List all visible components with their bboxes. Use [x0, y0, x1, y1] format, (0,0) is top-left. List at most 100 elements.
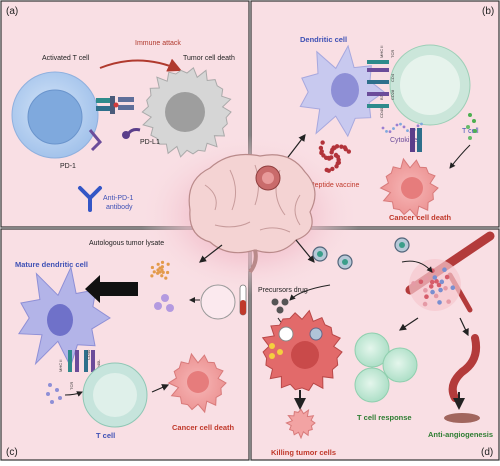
- cellsD-dot: [423, 275, 429, 281]
- t-cell-c-label: T cell: [96, 431, 115, 440]
- peptideB-dot: [320, 140, 325, 145]
- cellsD-dot: [424, 294, 429, 300]
- cytokinesB-dot: [402, 125, 406, 129]
- rlabel-b-1: TCR: [390, 50, 395, 58]
- cytokinesB-dot: [388, 130, 392, 134]
- cytokinesB-dot: [385, 129, 388, 133]
- rlabel-b-3: CD28: [390, 89, 395, 100]
- cellsD-dot: [432, 275, 438, 280]
- rlabel-b-2: CD4: [390, 73, 395, 82]
- immune-attack-label: Immune attack: [135, 40, 181, 47]
- cellsD-dot: [434, 279, 439, 284]
- arrow-b-green: [449, 144, 471, 169]
- peptideB-dot: [330, 166, 335, 172]
- anti-pd1-antibody: [78, 186, 102, 212]
- activated-t-cell-label: Activated T cell: [42, 55, 90, 62]
- lysateC-dot: [166, 270, 170, 275]
- shrunken-vessel: [448, 334, 481, 402]
- cellsD-dot: [411, 281, 416, 286]
- lysateC-dot: [158, 266, 162, 270]
- receptor-pairs-c: [68, 350, 95, 372]
- pacman-enzyme: [278, 326, 294, 342]
- cellsD-dot: [422, 301, 428, 307]
- tcr-mhc-complex: [96, 96, 134, 114]
- panel-d-tag: (d): [481, 447, 493, 458]
- cytokinesB-dot: [416, 124, 420, 128]
- peptideB-dot: [339, 144, 344, 149]
- virus-in-tumor: [309, 327, 323, 341]
- arrow-brain-to-c: [199, 244, 223, 263]
- tumor-microenv: [409, 259, 461, 311]
- dying-tumor-d: [285, 408, 316, 440]
- anti-pd1-label-1: Anti-PD-1: [103, 195, 133, 202]
- peptideB-dot: [346, 149, 352, 154]
- lysateC-dot: [154, 302, 162, 310]
- arrow-c-to-cancer: [151, 384, 170, 393]
- blood-tube: [239, 284, 247, 316]
- dendritic-nucleus: [331, 73, 359, 107]
- cytokinesB-dot: [381, 126, 385, 130]
- collapsed-vessel: [444, 413, 480, 423]
- arrow-c-dots: [64, 391, 83, 397]
- cytokinesB-dot: [395, 123, 399, 127]
- lysateC-dot: [156, 268, 160, 272]
- peptideB-dot: [343, 146, 348, 152]
- cancer-nucleus-b: [401, 177, 423, 199]
- t-cell-c-inner: [93, 373, 137, 417]
- cellsD-dot: [429, 279, 435, 285]
- arrow-brain-to-d: [295, 239, 315, 263]
- virus-core: [342, 259, 348, 265]
- rlabel-c-3: CD40L: [96, 359, 101, 372]
- cancer-cell-death-c-label: Cancer cell death: [172, 423, 235, 432]
- arrow-to-tcell: [399, 317, 419, 331]
- tumor-nucleus-d: [291, 341, 319, 369]
- cellsD-dot: [428, 284, 434, 289]
- peptideB-dot: [318, 145, 324, 151]
- drug-dots: [271, 298, 289, 314]
- receptor-pairs-b: [367, 60, 389, 108]
- cellsD-dot: [436, 282, 442, 288]
- peptideB-dot: [324, 167, 329, 173]
- panel-c-tag: (c): [6, 447, 18, 458]
- tumor-cell-death-label: Tumor cell death: [183, 55, 235, 62]
- rlabel-b-0: MHC II: [379, 46, 384, 58]
- big-arrow-c: [85, 275, 138, 303]
- pdl1-label: PD-L1: [140, 139, 160, 146]
- lysateC-dot: [166, 304, 174, 312]
- t-cell-nucleus: [27, 89, 83, 145]
- lysateC-dot: [150, 265, 155, 270]
- cancer-nucleus-c: [187, 371, 209, 393]
- t-cell-response-label: T cell response: [357, 413, 412, 422]
- killing-tumor-cells-label: Killing tumor cells: [271, 448, 336, 457]
- cytokinesB-dot: [392, 127, 395, 130]
- mature-dendritic-cell-label: Mature dendritic cell: [15, 260, 88, 269]
- lysateC-dot: [161, 270, 165, 274]
- peptide-vaccine: [318, 140, 352, 173]
- receptor-labels-b: MHC II TCR CD4 CD28 B7 CD40: [379, 46, 395, 118]
- t-cell-b-label: T cell: [462, 128, 479, 135]
- green-t-cell-1: [354, 332, 390, 368]
- lysateC-dot: [158, 270, 162, 274]
- peptideB-dot: [335, 161, 340, 166]
- lysateC-dot: [160, 265, 164, 269]
- receptor-labels-c: MHC II TCR CD40 CD40L: [58, 349, 101, 390]
- cytokinesB-dot: [399, 122, 402, 126]
- cellsD-dot: [446, 299, 451, 304]
- yellow-dots: [269, 343, 283, 359]
- lysateC-dot: [166, 262, 170, 266]
- autologous-tumor-lysate-label: Autologous tumor lysate: [89, 240, 164, 247]
- rlabel-b-5: CD40: [379, 107, 384, 118]
- arrow-virus-to-vessel: [401, 260, 433, 273]
- green-t-cell-3: [354, 367, 390, 403]
- tcr-stem-b: [410, 128, 415, 152]
- virus-particles: [312, 237, 410, 270]
- peptideB-dot: [333, 153, 339, 158]
- cellsD-dot: [438, 287, 443, 293]
- rlabel-c-0: MHC II: [58, 360, 63, 372]
- cellsD-dot: [450, 285, 456, 290]
- panel-b-tag: (b): [482, 6, 494, 17]
- peptideB-dot: [336, 157, 341, 162]
- purple-dots-c: [46, 383, 62, 404]
- virus-core: [317, 251, 323, 257]
- lysateC-dot: [150, 274, 154, 278]
